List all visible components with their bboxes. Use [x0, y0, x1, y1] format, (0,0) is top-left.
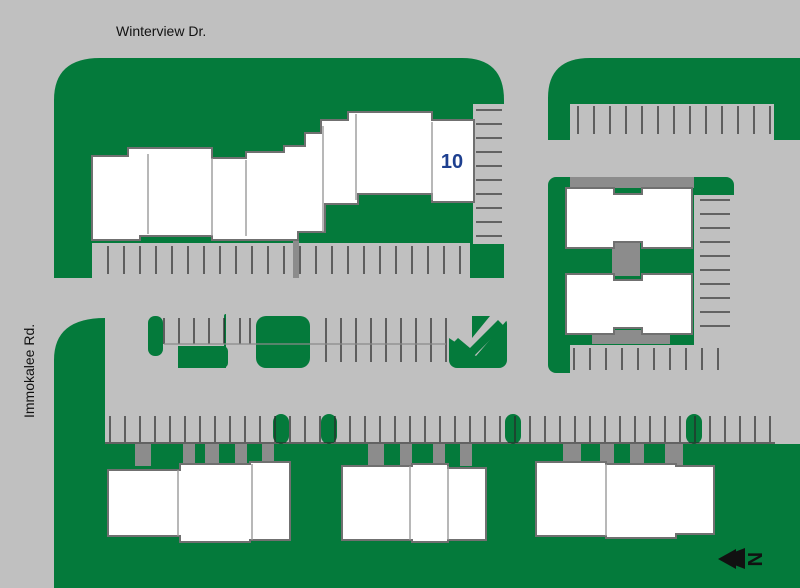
- building-east-lower: [565, 273, 693, 335]
- east-bottom-parking: [570, 345, 734, 373]
- road-label-winterview: Winterview Dr.: [116, 23, 206, 39]
- pavement-overlays: [92, 104, 774, 373]
- ne-east-lane: [734, 104, 774, 373]
- building-10: [91, 111, 475, 241]
- grass-island-3: [256, 316, 310, 368]
- building-south-2: [341, 463, 487, 543]
- parking-stalls: [105, 106, 775, 444]
- nw-parking-row: [92, 243, 470, 278]
- island-4-detail: [452, 320, 504, 360]
- road-label-immokalee: Immokalee Rd.: [21, 324, 37, 418]
- walkway-east-top: [570, 177, 694, 188]
- grass-bump-1: [273, 414, 289, 444]
- walkway-east-mid: [612, 240, 640, 276]
- walkway-nw: [293, 240, 299, 278]
- north-arrow-icon: N: [718, 548, 765, 569]
- nw-east-parking: [473, 104, 504, 244]
- building-10-label: 10: [441, 151, 463, 173]
- building-east-upper: [565, 187, 693, 249]
- building-south-3: [535, 461, 715, 539]
- grass-sw-area: [54, 318, 105, 588]
- grass-bump-4: [686, 414, 702, 444]
- buildings: [91, 111, 715, 543]
- grass-bump-3: [505, 414, 521, 444]
- building-south-1: [107, 461, 291, 543]
- grass-island-2b: [178, 346, 228, 368]
- walkways: [135, 177, 694, 470]
- grass-island-1: [148, 316, 163, 356]
- north-arrow-letter: N: [743, 552, 765, 566]
- grass-bump-2: [321, 414, 337, 444]
